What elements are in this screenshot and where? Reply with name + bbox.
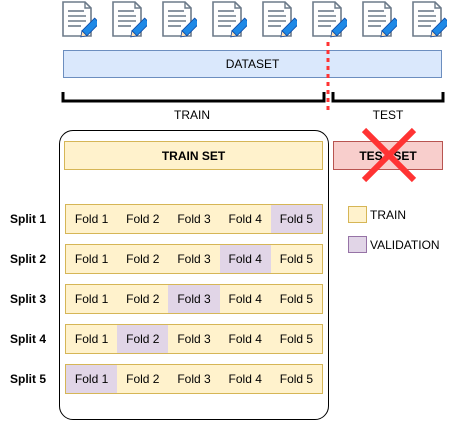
fold-validation: Fold 5: [270, 205, 323, 233]
split-label: Split 1: [10, 212, 47, 226]
test-label: TEST: [372, 108, 404, 122]
fold-train: Fold 1: [74, 212, 109, 226]
document-edit-icon: [161, 1, 201, 39]
fold-train: Fold 2: [126, 372, 160, 386]
train-brace: [61, 92, 326, 103]
fold-train: Fold 3: [177, 212, 211, 226]
fold-validation: Fold 3: [168, 285, 220, 313]
fold-validation: Fold 1: [66, 365, 118, 393]
dataset-label: DATASET: [225, 57, 280, 71]
document-edit-icon: [61, 1, 101, 39]
document-edit-icon: [211, 1, 251, 39]
fold-train: Fold 5: [279, 252, 314, 266]
fold-train: Fold 1: [74, 292, 109, 306]
legend-train-label: TRAIN: [370, 208, 406, 222]
split-braces: [61, 42, 445, 110]
document-edit-icon: [111, 1, 151, 39]
fold-train: Fold 2: [126, 252, 160, 266]
split-label: Split 5: [10, 372, 47, 386]
split-label: Split 4: [10, 332, 47, 346]
split-row: Fold 1 Fold 2 Fold 3 Fold 4 Fold 5: [65, 324, 323, 354]
split-label: Split 3: [10, 292, 47, 306]
fold-train: Fold 5: [279, 332, 314, 346]
legend-validation-label: VALIDATION: [370, 238, 440, 252]
train-set-label: TRAIN SET: [161, 148, 226, 163]
test-brace: [331, 92, 445, 103]
fold-train: Fold 1: [74, 252, 109, 266]
document-edit-icon: [311, 1, 351, 39]
split-row: Fold 1 Fold 2 Fold 3 Fold 4 Fold 5: [65, 204, 323, 234]
fold-train: Fold 4: [228, 292, 262, 306]
split-row: Fold 1 Fold 2 Fold 3 Fold 4 Fold 5: [65, 284, 323, 314]
fold-train: Fold 5: [279, 372, 314, 386]
fold-train: Fold 3: [177, 332, 211, 346]
fold-train: Fold 4: [228, 372, 262, 386]
document-edit-icon: [261, 1, 301, 39]
fold-validation: Fold 4: [219, 245, 271, 273]
fold-train: Fold 3: [177, 372, 211, 386]
fold-train: Fold 2: [126, 292, 160, 306]
document-edit-icon: [411, 1, 451, 39]
fold-train: Fold 1: [74, 332, 109, 346]
train-set-container: [59, 130, 329, 420]
fold-train: Fold 5: [279, 292, 314, 306]
train-set-box: TRAIN SET: [64, 141, 323, 170]
fold-train: Fold 2: [126, 212, 160, 226]
train-label: TRAIN: [174, 108, 210, 122]
split-label: Split 2: [10, 252, 47, 266]
split-row: Fold 1 Fold 2 Fold 3 Fold 4 Fold 5: [65, 364, 323, 394]
split-row: Fold 1 Fold 2 Fold 3 Fold 4 Fold 5: [65, 244, 323, 274]
legend-validation-swatch: [348, 236, 367, 253]
dataset-bar: DATASET: [63, 50, 442, 78]
fold-validation: Fold 2: [117, 325, 169, 353]
legend-train-swatch: [348, 206, 367, 223]
fold-train: Fold 4: [228, 212, 262, 226]
fold-train: Fold 3: [177, 252, 211, 266]
fold-train: Fold 4: [228, 332, 262, 346]
cross-icon: [361, 127, 417, 183]
